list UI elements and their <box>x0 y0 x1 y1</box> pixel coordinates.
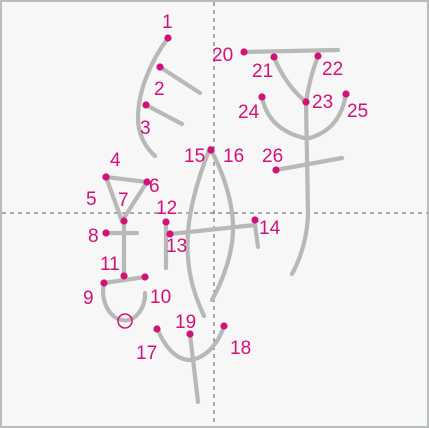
stroke-start-dot <box>342 90 350 98</box>
stroke-path <box>135 35 171 159</box>
stroke-start-dot <box>314 52 322 60</box>
stroke-start-dot <box>141 273 149 281</box>
stroke-path <box>252 222 261 250</box>
stroke-path <box>154 325 193 363</box>
stroke-path <box>185 145 213 319</box>
stroke-start-dot <box>166 230 174 238</box>
stroke-start-dot <box>272 166 280 174</box>
stroke-start-dot <box>251 216 259 224</box>
stroke-number-label: 19 <box>175 312 196 333</box>
stroke-number-label: 20 <box>212 45 233 66</box>
stroke-path <box>167 222 258 237</box>
stroke-start-dot <box>120 217 128 225</box>
stroke-start-dot <box>302 98 310 106</box>
stroke-path <box>303 53 321 105</box>
stroke-start-dot <box>164 34 172 42</box>
stroke-number-label: 22 <box>322 59 343 80</box>
stroke-start-dot <box>240 48 248 56</box>
stroke-path <box>289 99 311 277</box>
stroke-path <box>101 280 148 323</box>
stroke-start-dot <box>153 325 161 333</box>
stroke-number-label: 1 <box>162 12 173 33</box>
stroke-number-label: 11 <box>100 254 120 275</box>
stroke-end-ring <box>117 313 133 329</box>
stroke-number-label: 13 <box>166 236 187 257</box>
stroke-start-dot <box>220 322 228 330</box>
stroke-path <box>103 174 150 185</box>
stroke-number-label: 25 <box>347 101 368 122</box>
stroke-start-dot <box>207 146 215 154</box>
stroke-path <box>119 179 150 224</box>
stroke-start-dot <box>120 272 128 280</box>
stroke-start-dot <box>142 101 150 109</box>
stroke-number-label: 10 <box>150 287 171 308</box>
stroke-path <box>307 91 349 141</box>
stroke-start-dot <box>143 178 151 186</box>
stroke-path <box>241 47 341 55</box>
stroke-path <box>143 102 185 127</box>
stroke-number-label: 23 <box>312 92 333 113</box>
stroke-path <box>157 64 203 96</box>
stroke-number-label: 24 <box>238 102 260 123</box>
stroke-number-label: 4 <box>110 150 121 171</box>
stroke-number-label: 6 <box>149 176 160 197</box>
stroke-path <box>273 155 345 173</box>
stroke-start-dot <box>186 330 194 338</box>
stroke-number-label: 15 <box>184 146 205 167</box>
stroke-start-dot <box>100 279 108 287</box>
stroke-number-label: 18 <box>230 338 251 359</box>
stroke-number-label: 7 <box>118 190 129 211</box>
stroke-start-dot <box>156 63 164 71</box>
stroke-start-dot <box>102 173 110 181</box>
stroke-number-label: 16 <box>223 146 244 167</box>
stroke-number-label: 5 <box>86 189 97 210</box>
stroke-path <box>187 331 201 405</box>
stroke-start-dot <box>102 229 110 237</box>
stroke-path <box>101 274 148 286</box>
character-strokes <box>101 35 349 405</box>
stroke-path <box>103 174 125 224</box>
stroke-number-label: 9 <box>83 288 94 309</box>
stroke-number-label: 21 <box>252 61 273 82</box>
stroke-start-dot <box>258 93 266 101</box>
stroke-path <box>207 145 236 303</box>
stroke-number-label: 26 <box>262 146 283 167</box>
stroke-path <box>259 94 307 141</box>
stroke-start-markers <box>100 34 350 338</box>
stroke-start-dot <box>162 218 170 226</box>
stroke-number-label: 12 <box>156 198 177 219</box>
stroke-number-label: 17 <box>136 343 157 364</box>
stroke-number-label: 14 <box>259 218 281 239</box>
stroke-number-label: 3 <box>140 118 151 139</box>
stroke-start-dot <box>270 53 278 61</box>
stroke-number-label: 8 <box>88 226 99 247</box>
stroke-number-label: 2 <box>154 79 165 100</box>
